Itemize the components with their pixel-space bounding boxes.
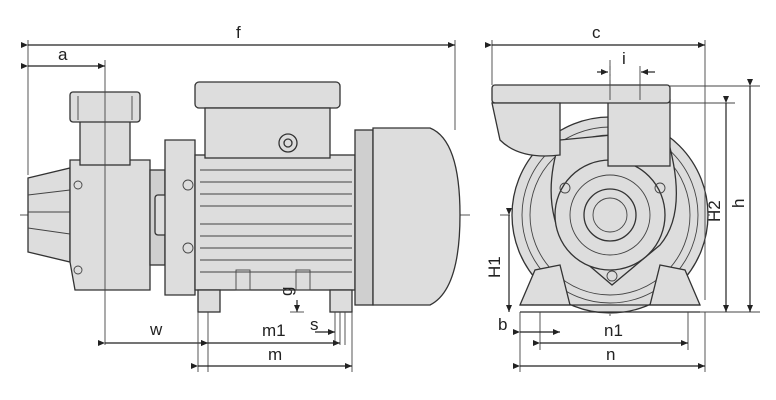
label-m1: m1 xyxy=(262,321,286,340)
label-g: g xyxy=(277,287,296,296)
pump-body xyxy=(69,159,151,291)
side-view xyxy=(20,81,470,313)
cooling-fins xyxy=(200,169,352,273)
front-outlet-neck xyxy=(607,99,671,167)
front-cap xyxy=(164,139,196,296)
terminal-box-lid xyxy=(194,81,341,109)
label-w: w xyxy=(149,320,163,339)
foot-rear xyxy=(329,289,353,313)
dimension-labels: f a c i h H2 H1 g w m1 s m b n1 n xyxy=(58,23,748,364)
fan-cover-ring xyxy=(354,129,374,306)
label-H2: H2 xyxy=(705,200,724,222)
motor-body xyxy=(194,154,356,291)
dimension-lines xyxy=(21,40,760,372)
outlet-cap xyxy=(491,102,561,157)
label-s: s xyxy=(310,315,319,334)
label-i: i xyxy=(622,49,626,68)
front-view xyxy=(491,60,715,320)
fan-cover xyxy=(372,127,461,306)
label-c: c xyxy=(592,23,601,42)
label-n1: n1 xyxy=(604,321,623,340)
label-a: a xyxy=(58,45,68,64)
label-b: b xyxy=(498,315,507,334)
label-H1: H1 xyxy=(485,256,504,278)
foot-front xyxy=(197,289,221,313)
label-f: f xyxy=(236,23,241,42)
cable-gland xyxy=(278,133,298,153)
terminal-box xyxy=(204,107,331,159)
inlet-ring-inner xyxy=(583,188,637,242)
label-h: h xyxy=(729,199,748,208)
top-flange xyxy=(491,84,671,104)
label-m: m xyxy=(268,345,282,364)
label-n: n xyxy=(606,345,615,364)
inlet-cone xyxy=(27,167,71,263)
